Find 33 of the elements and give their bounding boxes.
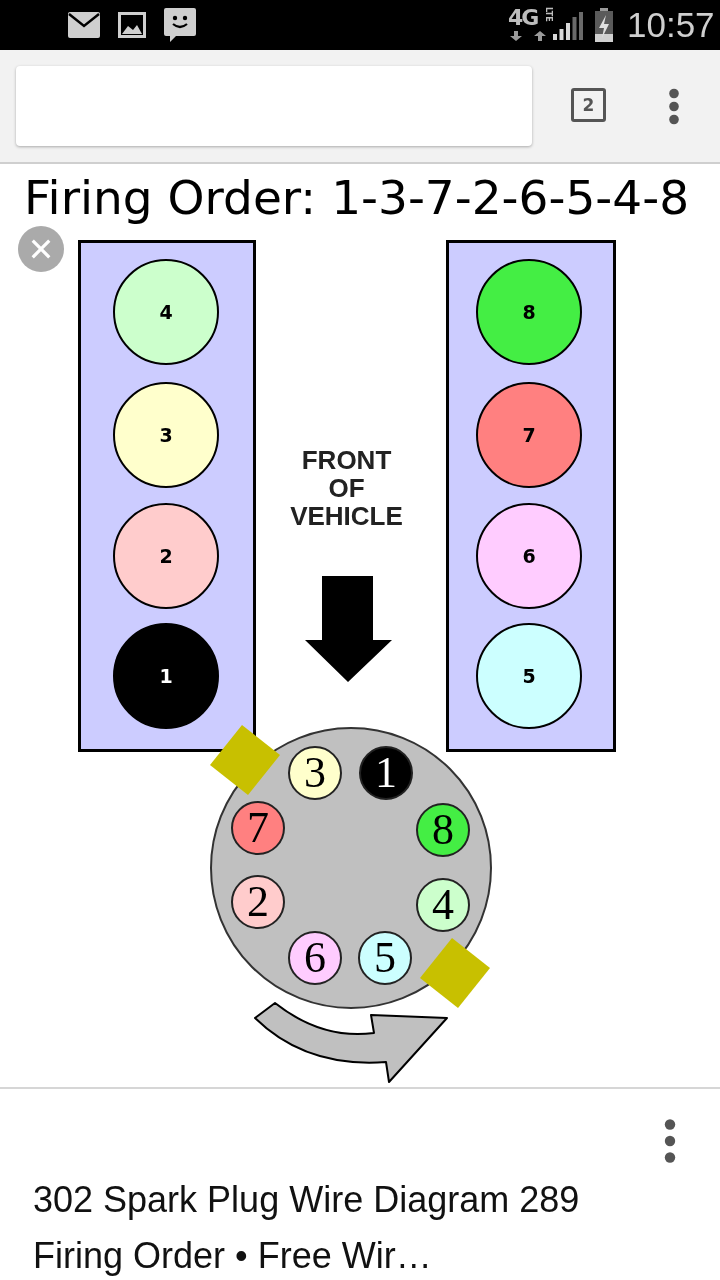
cylinder-number: 5 [522,666,536,686]
cylinder-number: 1 [159,666,173,686]
cylinder-bank [78,240,256,752]
terminal-circle [359,746,413,800]
tab-switcher-button: 2 [571,88,606,122]
terminal-number: 8 [432,808,454,852]
result-title: 302 Spark Plug Wire Diagram 289 Firing Order • Free Wir… [33,1178,581,1278]
terminal-circle [231,875,285,929]
cylinder-number: 7 [522,425,536,445]
terminal-number: 2 [247,880,269,924]
terminal-circle [288,931,342,985]
terminal-number: 6 [304,936,326,980]
cylinder-number: 6 [522,546,536,566]
cylinder-number: 4 [159,302,173,322]
clock-time: 10:57 [627,4,715,46]
cylinder-bank [446,240,616,752]
cylinder-number: 2 [159,546,173,566]
terminal-number: 4 [432,883,454,927]
cylinder-number: 8 [522,302,536,322]
terminal-number: 3 [304,751,326,795]
terminal-circle [416,878,470,932]
terminal-circle [358,931,412,985]
terminal-number: 5 [374,936,396,980]
terminal-number: 1 [375,751,397,795]
terminal-circle [288,746,342,800]
terminal-circle [231,801,285,855]
terminal-number: 7 [247,806,269,850]
direction-label: FRONT OF VEHICLE [289,446,404,530]
diagram-title: Firing Order: 1-3-7-2-6-5-4-8 [24,173,690,223]
cylinder-number: 3 [159,425,173,445]
network-type-text: 4G [508,6,538,30]
network-lte-text: LTE [544,7,553,22]
terminal-circle [416,803,470,857]
